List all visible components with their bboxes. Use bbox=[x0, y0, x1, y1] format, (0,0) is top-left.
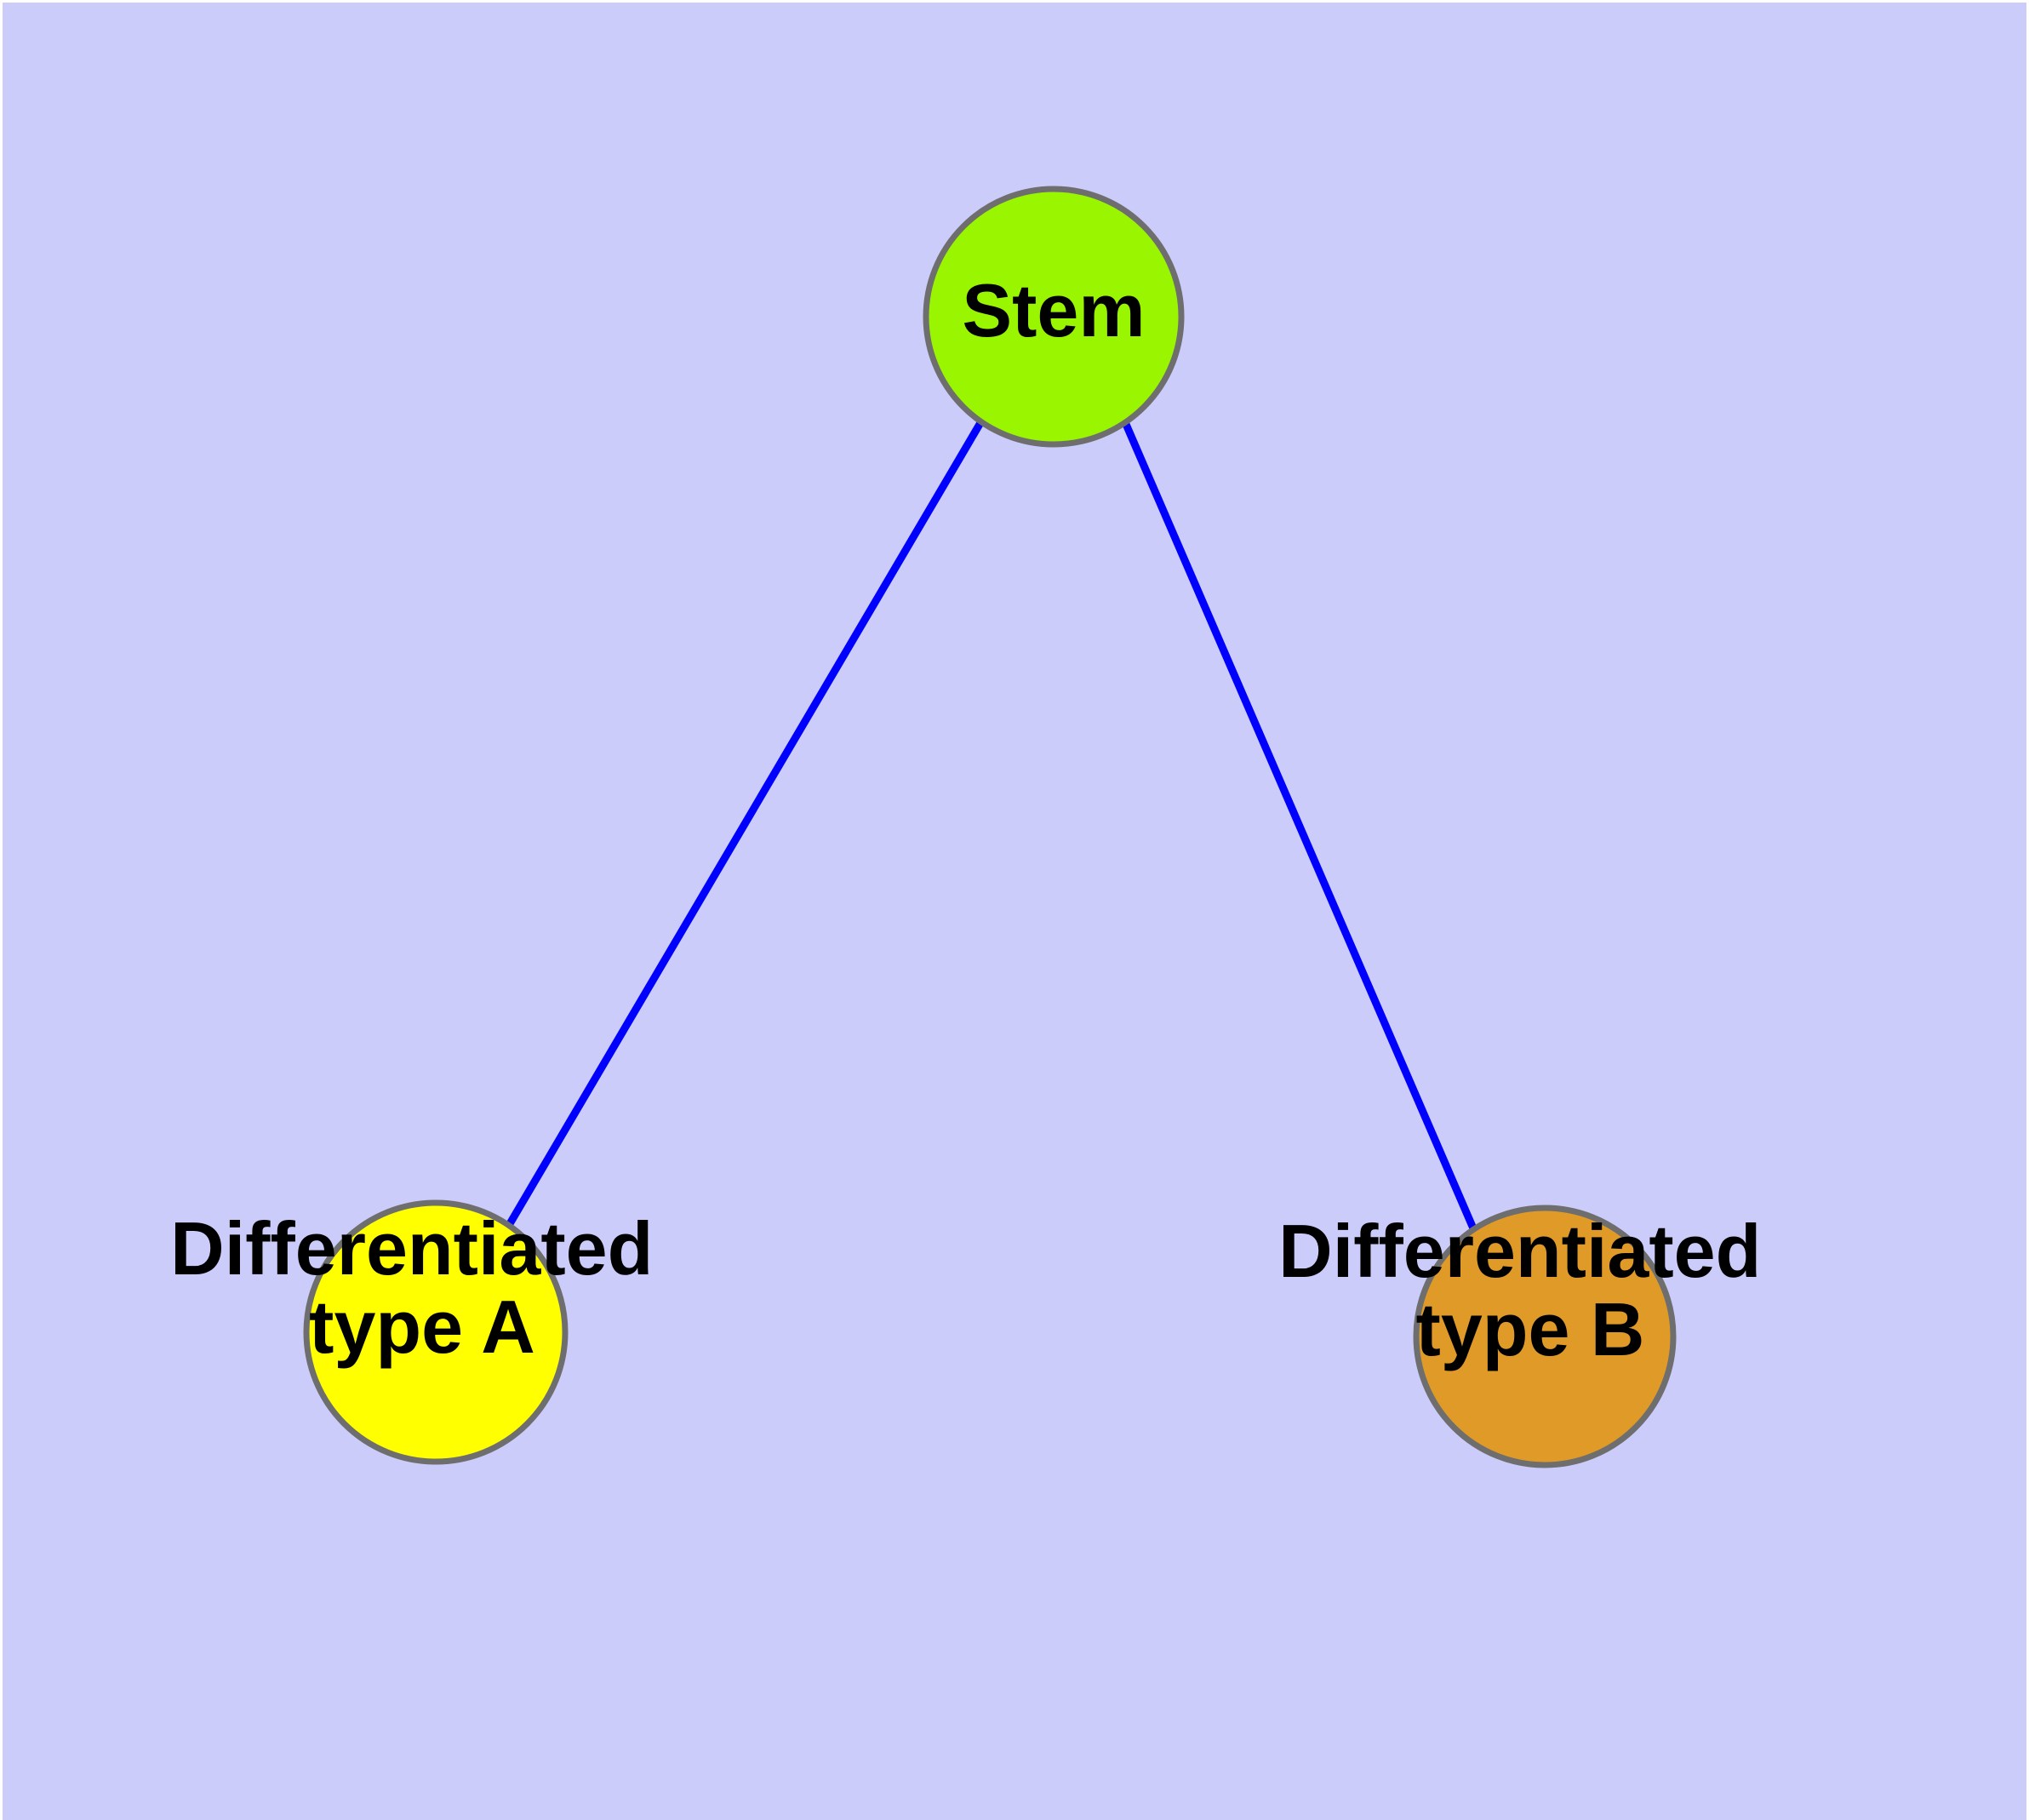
edge-stem-to-differentiated-type-a[interactable] bbox=[505, 419, 985, 1229]
node-stem[interactable] bbox=[923, 186, 1185, 448]
node-label-stem: Stem bbox=[962, 268, 1145, 352]
edge-stem-to-differentiated-type-b[interactable] bbox=[1121, 421, 1477, 1230]
node-differentiated-type-b[interactable] bbox=[1413, 1205, 1677, 1468]
node-label-differentiated-type-b: Differentiated type B bbox=[1278, 1209, 1782, 1371]
node-differentiated-type-a[interactable] bbox=[303, 1199, 569, 1465]
node-label-differentiated-type-a: Differentiated type A bbox=[170, 1206, 674, 1369]
labels-group: Stem Differentiated type A Differentiate… bbox=[170, 268, 1782, 1371]
nodes-group bbox=[303, 186, 1677, 1468]
edges-group bbox=[505, 419, 1477, 1230]
